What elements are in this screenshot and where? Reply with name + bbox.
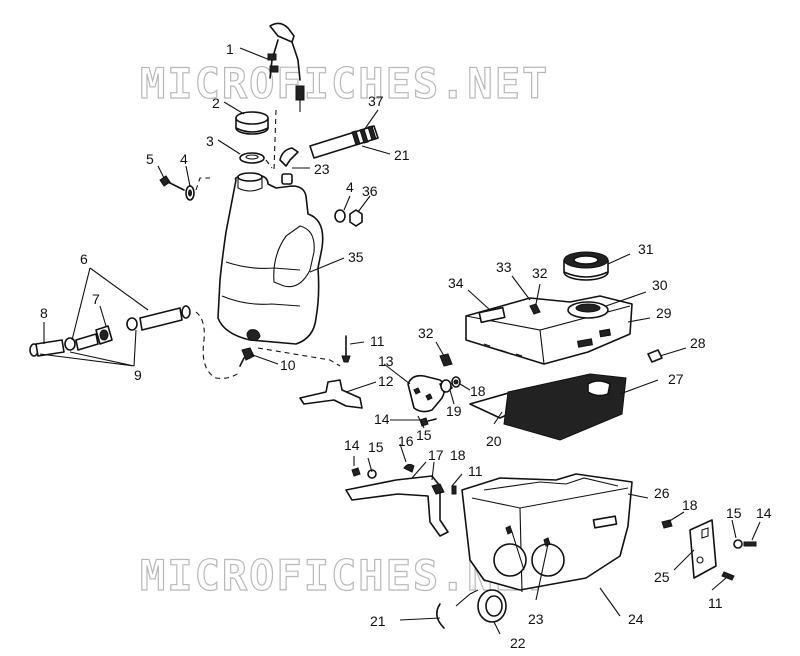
screw-14-low — [351, 467, 361, 477]
callout-14-mid: 14 — [374, 411, 390, 427]
callout-13: 13 — [378, 353, 394, 369]
callout-25: 25 — [654, 569, 670, 585]
callout-4: 4 — [180, 151, 188, 167]
callout-35: 35 — [348, 249, 364, 265]
plug-28 — [647, 349, 663, 363]
callout-19: 19 — [446, 403, 462, 419]
callout-11-right: 11 — [708, 595, 723, 611]
callout-31: 31 — [638, 241, 654, 257]
callout-37: 37 — [368, 93, 384, 109]
callout-21-top: 21 — [394, 147, 410, 163]
callout-14-low: 14 — [344, 437, 360, 453]
gasket-ring — [239, 152, 265, 164]
intake-boot-22 — [477, 589, 507, 623]
callout-21-bottom: 21 — [370, 613, 386, 629]
washer-and-nut-right — [334, 209, 363, 227]
washer-15-right — [733, 539, 743, 549]
bracket-12 — [299, 379, 363, 409]
callout-9: 9 — [134, 367, 142, 383]
callout-18-low: 18 — [450, 447, 466, 463]
callout-2: 2 — [212, 95, 220, 111]
callout-16: 16 — [398, 433, 414, 449]
callout-6: 6 — [80, 251, 88, 267]
callout-10: 10 — [280, 357, 296, 373]
callout-15-right: 15 — [726, 505, 742, 521]
callout-30: 30 — [652, 277, 668, 293]
air-box-base — [461, 473, 633, 593]
callout-17: 17 — [428, 447, 444, 463]
callout-26: 26 — [654, 485, 670, 501]
callout-18-mid: 18 — [470, 383, 486, 399]
callout-20: 20 — [486, 433, 502, 449]
callout-22: 22 — [510, 635, 526, 651]
callout-36: 36 — [362, 183, 378, 199]
screw-11-low — [451, 485, 457, 495]
fuel-line-assembly — [29, 305, 191, 357]
clip-32-left — [439, 353, 453, 367]
elbow-fitting-top — [279, 147, 299, 167]
callout-7: 7 — [92, 291, 100, 307]
foam-ring — [563, 251, 609, 281]
bolt-and-washer-left — [159, 175, 195, 201]
callout-27: 27 — [668, 371, 684, 387]
fuel-valve — [239, 347, 255, 367]
fuel-cap — [235, 111, 269, 135]
vent-hose — [309, 125, 379, 159]
callout-34: 34 — [448, 275, 464, 291]
callout-11-low: 11 — [468, 463, 483, 479]
callout-24: 24 — [628, 611, 644, 627]
callout-28: 28 — [690, 335, 706, 351]
filter-disc — [567, 301, 609, 319]
screw-14-right — [743, 541, 757, 547]
air-filter-foam — [503, 373, 627, 441]
callout-18-right: 18 — [682, 497, 698, 513]
callout-1: 1 — [226, 41, 234, 57]
callout-12: 12 — [378, 373, 394, 389]
air-box-lid — [465, 295, 633, 365]
callout-15-low: 15 — [368, 439, 384, 455]
callout-8: 8 — [40, 305, 48, 321]
leader-lines — [39, 47, 761, 635]
callout-29: 29 — [656, 305, 672, 321]
fuel-gauge-sender — [267, 22, 305, 112]
callout-33: 33 — [496, 259, 512, 275]
callout-15-mid: 15 — [416, 427, 432, 443]
hose-21-bottom — [436, 603, 445, 629]
watermark-top: MICROFICHES.NET — [140, 59, 549, 108]
bracket-17 — [345, 463, 449, 537]
callout-3: 3 — [206, 133, 214, 149]
callout-32-left: 32 — [418, 325, 434, 341]
callouts: 1 2 3 4 5 23 37 21 4 36 35 6 7 8 9 10 11… — [40, 41, 772, 651]
mount-plate-25 — [689, 519, 717, 579]
callout-4-right: 4 — [346, 179, 354, 195]
clip-32-top — [529, 303, 541, 315]
screw-11-top — [341, 335, 351, 363]
callout-5: 5 — [146, 151, 154, 167]
callout-32-top: 32 — [532, 265, 548, 281]
callout-23-top: 23 — [314, 161, 330, 177]
callout-23-bottom: 23 — [528, 611, 544, 627]
callout-14-right: 14 — [756, 505, 772, 521]
screw-11-right — [721, 571, 735, 581]
fittings-18-19 — [440, 376, 461, 393]
callout-11-mid: 11 — [370, 333, 385, 349]
grommet-18-right — [661, 519, 673, 529]
fuel-tank — [217, 172, 324, 345]
